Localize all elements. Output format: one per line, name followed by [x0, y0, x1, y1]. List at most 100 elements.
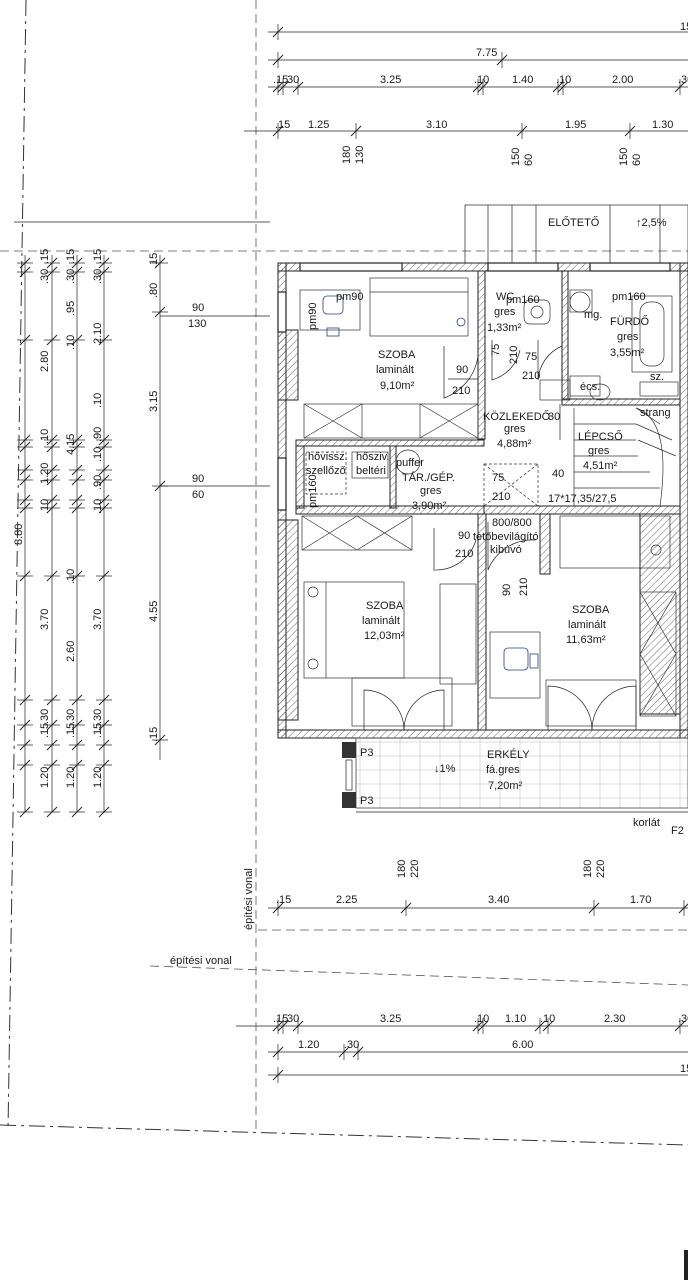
kozlekedo-floor: gres	[504, 423, 526, 435]
epitesi-vonal-vertical: építési vonal	[243, 868, 255, 930]
d7b: 210	[518, 578, 530, 596]
dim-l3-1: 4.15	[65, 434, 77, 455]
dim-l6-1: .15	[148, 253, 160, 268]
dim-l3-4: .30	[65, 269, 77, 284]
dim-l6-5: .15	[148, 727, 160, 742]
dim-top-3-b: 1.25	[308, 119, 329, 131]
dim-l5-a: .30	[92, 269, 104, 284]
dim-l2-1: .30	[39, 269, 51, 284]
dim-l5-1: 2.10	[92, 323, 104, 344]
dim-l5-b: .15	[92, 249, 104, 264]
dim-top-total: 7.75	[476, 47, 497, 59]
erkely-name: ERKÉLY	[487, 748, 530, 761]
d1a: 90	[456, 364, 468, 376]
szoba3-name: SZOBA	[572, 604, 610, 616]
lepcso-stairs: 17*17,35/27,5	[548, 493, 617, 505]
lepcso-name: LÉPCSŐ	[578, 429, 623, 443]
dim-top-2-f: .10	[556, 74, 571, 86]
wc-name: WC	[496, 291, 514, 303]
skylight-name: tetőbevilágító	[473, 531, 538, 543]
win-h-2b: 60	[523, 154, 535, 166]
szoba1-area: 9,10m²	[380, 380, 415, 392]
dim-top-3-c: 3.10	[426, 119, 447, 131]
d2b: 210	[508, 346, 520, 364]
lepcso-area: 4,51m²	[583, 460, 618, 472]
dim-b2-d: .10	[474, 1013, 489, 1025]
window-height-labels: 180 130 150 60 150 60 180 220 180 220	[341, 146, 643, 878]
room-labels: ELŐTETŐ ↑2,5% pm90 pm90 SZOBA laminált 9…	[306, 215, 684, 837]
tar-pm: pm160	[307, 474, 319, 508]
win-h-1a: 180	[341, 146, 353, 164]
szoba1-floor: laminált	[376, 364, 414, 376]
szoba3-area: 11,63m²	[566, 634, 606, 646]
lepcso-ecs: écs.	[580, 381, 600, 393]
furdo-floor: gres	[617, 331, 639, 343]
wc-area: 1,33m²	[487, 322, 522, 334]
dim-b3-c: 6.00	[512, 1039, 533, 1051]
tar-name: TÁR./GÉP.	[402, 471, 455, 484]
erkely-korlat: korlát	[633, 817, 660, 829]
d6a: 90	[458, 530, 470, 542]
skylight-sub: kibúvó	[490, 544, 522, 556]
tar-puffer: puffer	[396, 457, 424, 469]
tar-hovissz: hővissz.	[308, 451, 348, 463]
tar-hosziv: hősziv.	[356, 451, 389, 463]
dim-b1-a: .15	[276, 894, 291, 906]
tar-floor: gres	[420, 485, 442, 497]
dim-b2-b: .30	[284, 1013, 299, 1025]
dim-b3-b: .30	[344, 1039, 359, 1051]
d2a: 75	[490, 344, 502, 356]
p3-b: P3	[360, 795, 373, 807]
skylight-size: 800/800	[492, 517, 532, 529]
furdo-name: FÜRDŐ	[610, 314, 650, 328]
doors	[363, 340, 637, 731]
win-h-1b: 130	[354, 146, 366, 164]
dim-l3-8: .30	[65, 709, 77, 724]
dim-top-3-e: 1.30	[652, 119, 673, 131]
dim-l5-10: 1.20	[92, 767, 104, 788]
dim-l3-6: .10	[65, 569, 77, 584]
d5a: 75	[492, 472, 504, 484]
dim-l2-9: .30	[39, 709, 51, 724]
erkely-f2: F2	[671, 825, 684, 837]
balcony	[342, 737, 688, 813]
win-h-2a: 150	[510, 148, 522, 166]
dim-b1-d: 1.70	[630, 894, 651, 906]
dim-l6-4: 4.55	[148, 601, 160, 622]
sill2-bottom: 60	[192, 489, 204, 501]
dim-top-3-d: 1.95	[565, 119, 586, 131]
dim-l5-4: .10	[92, 447, 104, 462]
dim-top-2-e: 1.40	[512, 74, 533, 86]
dim-l3-7: .15	[65, 723, 77, 738]
dim-l5-6: .10	[92, 499, 104, 514]
dim-l5-2: .10	[92, 393, 104, 408]
epitesi-vonal-horizontal: építési vonal	[170, 955, 232, 967]
kozlekedo-extra: 30	[548, 411, 560, 423]
erkely-area: 7,20m²	[488, 780, 523, 792]
dim-l6-2: .80	[148, 283, 160, 298]
d8a: 40	[552, 468, 564, 480]
furdo-sz: sz.	[650, 371, 664, 383]
door-dimensions: 90 210 75 210 75 210 75 210 90 210 90 21…	[448, 344, 564, 596]
eloteto-slope: ↑2,5%	[636, 217, 667, 229]
dim-l2-7: 3.70	[39, 609, 51, 630]
dim-top-2-d: .10	[474, 74, 489, 86]
eloteto-label: ELŐTETŐ	[548, 215, 600, 229]
dim-b2-f: .10	[540, 1013, 555, 1025]
furdo-mg: mg.	[584, 309, 602, 321]
dim-l5-9: .30	[92, 709, 104, 724]
dim-b2-h: .30	[678, 1013, 688, 1025]
dim-top-2-h: .30	[678, 74, 688, 86]
sill2-top: 90	[192, 473, 204, 485]
dim-b2-c: 3.25	[380, 1013, 401, 1025]
d5b: 210	[492, 491, 510, 503]
erkely-slope: ↓1%	[434, 763, 456, 775]
wc-floor: gres	[494, 306, 516, 318]
dim-l2-2: .15	[39, 249, 51, 264]
dim-l5-8: .15	[92, 723, 104, 738]
d7a: 90	[501, 584, 513, 596]
dim-b4: 15	[680, 1063, 688, 1075]
dim-l2-10: 1.20	[39, 767, 51, 788]
d3b: 210	[522, 370, 540, 382]
dim-b2-g: 2.30	[604, 1013, 625, 1025]
